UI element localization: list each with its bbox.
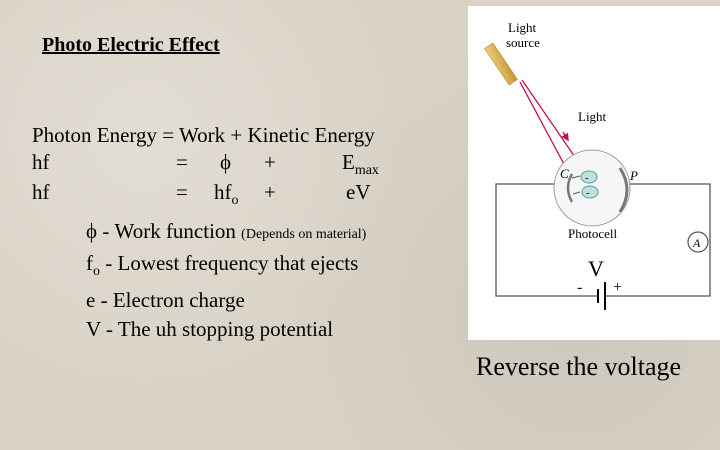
- eq2-equals: =: [176, 150, 188, 174]
- circuit-wire-left: [495, 183, 598, 297]
- f0-symbol: f: [86, 251, 93, 275]
- light-source-label-1: Light: [508, 20, 537, 35]
- f0-sub: o: [93, 264, 100, 280]
- definition-phi: ϕ - Work function (Depends on material): [86, 217, 366, 249]
- cathode-label: C: [560, 166, 569, 181]
- photocell-label: Photocell: [568, 226, 617, 241]
- voltage-label: V: [588, 256, 604, 281]
- battery-minus: -: [577, 279, 582, 296]
- eq2-work: ϕ: [220, 150, 232, 174]
- electron-1: [580, 170, 598, 184]
- circuit-wire-right: [614, 183, 711, 297]
- definitions-list: ϕ - Work function (Depends on material) …: [86, 217, 366, 344]
- light-label: Light: [578, 109, 607, 124]
- ammeter-label: A: [692, 236, 701, 250]
- eq2-kinetic: Emax: [342, 150, 379, 179]
- anode-plate: [618, 167, 629, 213]
- electron-1-sign: -: [585, 172, 589, 184]
- electron-2: [581, 185, 599, 199]
- eq3-kinetic: eV: [346, 180, 371, 204]
- eq3-lhs: hf: [32, 180, 50, 204]
- eq2-kinetic-symbol: E: [342, 150, 355, 174]
- light-ray-arrow: [561, 131, 569, 142]
- battery-plus: +: [613, 279, 622, 296]
- equation-line-2: hf = ϕ + Emax: [32, 150, 432, 178]
- photocell-diagram: Light source Light - - C P Photocell A V: [468, 6, 720, 340]
- phi-symbol: ϕ: [86, 219, 98, 243]
- definition-f0: fo - Lowest frequency that ejects: [86, 249, 366, 286]
- anode-label: P: [629, 168, 638, 183]
- photocell-svg: Light source Light - - C P Photocell A V: [484, 20, 711, 310]
- eq2-plus: +: [264, 150, 276, 174]
- cathode-plate: [566, 173, 574, 203]
- eq3-work-symbol: hf: [214, 180, 232, 204]
- eq3-work-sub: o: [231, 193, 239, 209]
- electron-path-1: [571, 175, 581, 179]
- slide-title: Photo Electric Effect: [42, 34, 220, 56]
- eq3-equals: =: [176, 180, 188, 204]
- light-source-tube: [484, 42, 518, 86]
- light-source-label-2: source: [506, 35, 540, 50]
- phi-note: (Depends on material): [241, 227, 367, 242]
- definition-e: e - Electron charge: [86, 288, 245, 313]
- electron-2-sign: -: [586, 187, 590, 199]
- electron-path-2: [572, 191, 581, 195]
- caption-reverse-voltage: Reverse the voltage: [476, 352, 682, 381]
- equation-line-1: Photon Energy = Work + Kinetic Energy: [32, 123, 375, 147]
- eq2-lhs: hf: [32, 150, 50, 174]
- equation-line-3: hf = hfo + eV: [32, 180, 432, 208]
- phi-text: - Work function: [97, 219, 242, 243]
- eq2-kinetic-sub: max: [354, 163, 379, 179]
- f0-text: - Lowest frequency that ejects: [100, 251, 359, 275]
- eq3-plus: +: [264, 180, 276, 204]
- ammeter-icon: [687, 231, 709, 253]
- eq3-work: hfo: [214, 180, 239, 209]
- definition-v: V - The uh stopping potential: [86, 317, 334, 342]
